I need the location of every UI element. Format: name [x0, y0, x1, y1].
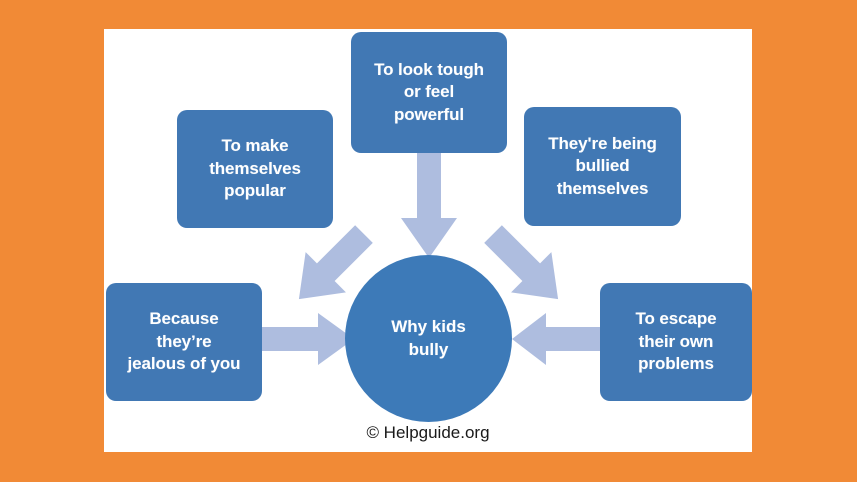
- node-theyre-being-bullied-label: They're being bullied themselves: [548, 133, 657, 198]
- arrow-jealous-to-center: [262, 313, 354, 365]
- node-look-tough-label: To look tough or feel powerful: [374, 59, 484, 124]
- center-node-why-kids-bully[interactable]: Why kids bully: [345, 255, 512, 422]
- node-to-escape-problems-label: To escape their own problems: [635, 309, 717, 374]
- node-look-tough[interactable]: To look tough or feel powerful: [351, 32, 507, 153]
- node-theyre-being-bullied[interactable]: They're being bullied themselves: [524, 107, 681, 226]
- center-node-label: Why kids bully: [391, 316, 466, 359]
- node-make-themselves-popular-label: To make themselves popular: [209, 136, 301, 201]
- node-to-escape-problems[interactable]: To escape their own problems: [600, 283, 752, 401]
- copyright-caption: © Helpguide.org: [366, 423, 490, 442]
- arrow-escape-to-center: [512, 313, 602, 365]
- node-because-theyre-jealous[interactable]: Because they’re jealous of you: [106, 283, 262, 401]
- node-make-themselves-popular[interactable]: To make themselves popular: [177, 110, 333, 228]
- diagram-panel: To look tough or feel powerful To make t…: [104, 29, 752, 452]
- arrow-look-tough-to-center: [401, 150, 457, 265]
- node-because-theyre-jealous-label: Because they’re jealous of you: [127, 309, 241, 374]
